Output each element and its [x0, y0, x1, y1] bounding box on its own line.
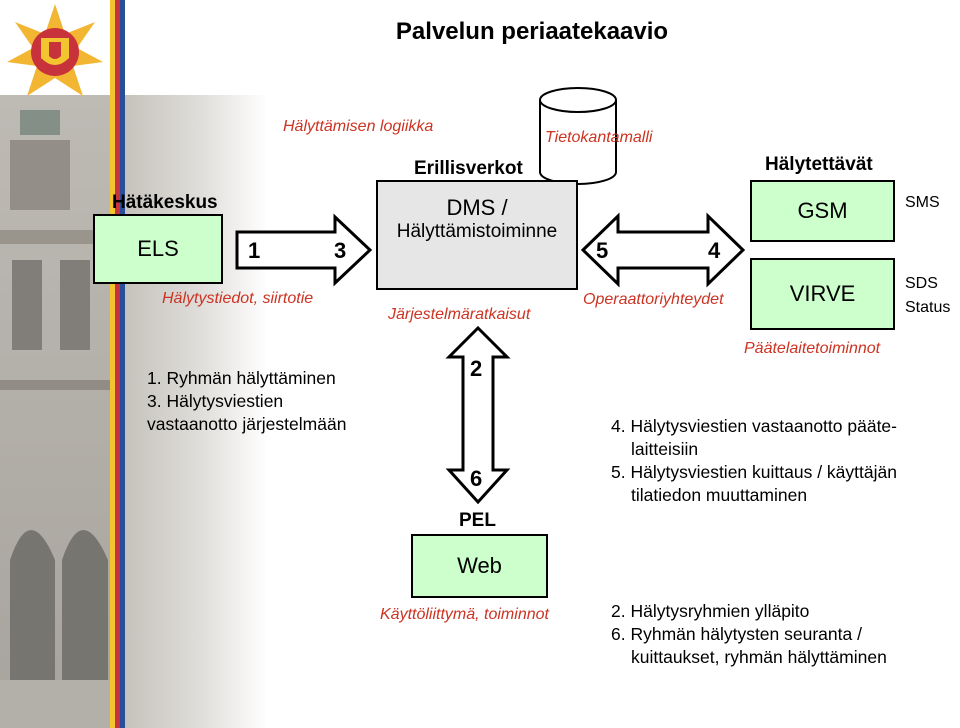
color-stripes — [110, 0, 125, 728]
vertical-num-bottom: 6 — [470, 466, 483, 491]
halytettavat-heading: Hälytettävät — [765, 154, 873, 175]
logic-hint: Hälyttämisen logiikka — [283, 118, 434, 135]
rescue-emblem-icon — [7, 4, 103, 96]
dms-box: DMS / Hälyttämistoiminne — [376, 180, 578, 290]
virve-box: VIRVE — [750, 258, 895, 330]
note-right-line: 4. Hälytysviestien vastaanotto pääte- — [611, 416, 897, 436]
els-box: ELS — [93, 214, 223, 284]
note-right-line: 5. Hälytysviestien kuittaus / käyttäjän — [611, 462, 897, 482]
web-hint: Käyttöliittymä, toiminnot — [380, 606, 549, 623]
page-title: Palvelun periaatekaavio — [395, 18, 669, 45]
arrow-left-num-a: 1 — [248, 238, 261, 263]
web-label: Web — [457, 553, 502, 578]
database-label: Tietokantamalli — [545, 129, 653, 146]
hatakeskus-heading: Hätäkeskus — [112, 192, 218, 213]
note-right-line: kuittaukset, ryhmän hälyttäminen — [631, 647, 887, 667]
arrow-right-num-a: 5 — [596, 238, 609, 263]
erillisverkot-heading: Erillisverkot — [414, 158, 523, 179]
sds-label: SDS — [905, 275, 938, 292]
note-right-line: 2. Hälytysryhmien ylläpito — [611, 601, 810, 621]
building-photo — [0, 95, 268, 728]
vertical-num-top: 2 — [470, 356, 483, 381]
arrow-right-num-b: 4 — [708, 238, 721, 263]
note-left-line: 1. Ryhmän hälyttäminen — [147, 368, 336, 388]
arrow-left-num-b: 3 — [334, 238, 347, 263]
note-right-line: 6. Ryhmän hälytysten seuranta / — [611, 624, 862, 644]
notes-left: 1. Ryhmän hälyttäminen 3. Hälytysviestie… — [147, 367, 346, 436]
terminals-hint: Päätelaitetoiminnot — [744, 340, 881, 357]
note-right-line: tilatiedon muuttaminen — [631, 485, 808, 505]
status-label: Status — [905, 299, 951, 316]
els-label: ELS — [137, 236, 179, 261]
dms-line2: Hälyttämistoiminne — [396, 221, 558, 242]
virve-label: VIRVE — [789, 281, 856, 306]
sms-label: SMS — [905, 194, 940, 211]
notes-right-a: 4. Hälytysviestien vastaanotto pääte- la… — [611, 415, 897, 507]
web-box: Web — [411, 534, 548, 598]
gsm-label: GSM — [797, 198, 848, 223]
note-left-line: 3. Hälytysviestien — [147, 391, 284, 411]
note-right-line: laitteisiin — [631, 439, 699, 459]
arrow-els-dms — [235, 213, 373, 287]
notes-right-b: 2. Hälytysryhmien ylläpito 6. Ryhmän häl… — [611, 600, 887, 669]
gsm-box: GSM — [750, 180, 895, 242]
database-cylinder-icon — [539, 87, 617, 185]
system-hint: Järjestelmäratkaisut — [388, 306, 531, 323]
els-hint: Hälytystiedot, siirtotie — [162, 290, 314, 307]
note-left-line: vastaanotto järjestelmään — [147, 414, 347, 434]
pel-label: PEL — [459, 510, 496, 531]
dms-line1: DMS / — [446, 195, 508, 220]
arrow-dms-terminals — [580, 212, 746, 288]
operator-hint: Operaattoriyhteydet — [583, 291, 724, 308]
arrow-dms-web — [445, 325, 511, 505]
